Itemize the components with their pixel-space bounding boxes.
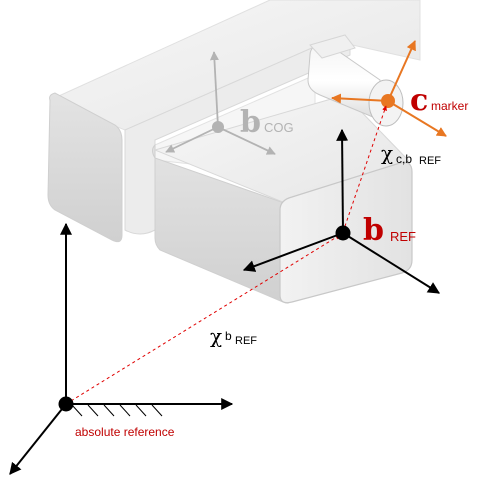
label-b-cog: b — [240, 105, 261, 140]
label-c-marker: c — [410, 83, 428, 118]
cog-axis-x — [217, 126, 276, 155]
ground-hatch — [71, 404, 163, 417]
marker-frame — [331, 40, 447, 137]
cog-origin — [212, 121, 224, 133]
label-b-ref: b — [363, 213, 384, 248]
label-chi-bref-subsub: REF — [235, 335, 257, 347]
vector-bref-to-marker — [342, 105, 387, 233]
label-chi-bref-sub: b — [225, 329, 232, 343]
label-absolute-reference: absolute reference — [75, 425, 175, 439]
absolute-origin — [58, 396, 74, 412]
ref-axis-z — [336, 128, 349, 234]
marker-axis-y — [331, 93, 389, 104]
marker-axis-x — [387, 100, 447, 137]
label-chi-c-bref-subsub: REF — [419, 155, 441, 167]
cog-axis-z — [209, 51, 219, 128]
ref-origin — [335, 225, 351, 241]
cog-frame — [165, 51, 276, 155]
marker-axis-z — [387, 40, 416, 102]
label-b-ref-sub: REF — [390, 229, 416, 244]
absolute-axis-y — [9, 403, 67, 475]
cog-axis-y — [165, 126, 219, 153]
absolute-frame — [9, 222, 234, 475]
ref-axis-x — [342, 232, 441, 294]
body-left-front — [47, 92, 123, 243]
label-c-marker-sub: marker — [431, 99, 468, 113]
label-chi-bref: χ — [210, 324, 222, 348]
label-chi-c-bref: χ — [381, 141, 393, 165]
ref-frame — [242, 128, 441, 294]
label-chi-c-bref-sub: c,b — [396, 152, 412, 166]
rigid-body — [47, 0, 421, 304]
body-upper-bar — [309, 34, 356, 59]
ref-axis-y — [242, 232, 344, 272]
marker-origin — [381, 94, 395, 108]
label-b-cog-sub: COG — [264, 120, 294, 135]
